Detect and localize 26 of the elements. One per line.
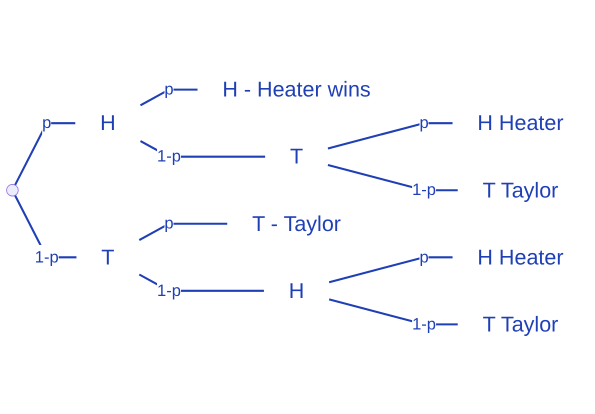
connector (14, 122, 76, 186)
edge-label: p (42, 114, 52, 132)
connector (140, 88, 198, 106)
connector (328, 122, 453, 150)
connector (138, 222, 228, 241)
node-text: T (101, 244, 114, 270)
edge-label: 1-p (412, 181, 436, 200)
node-text: H - Heater wins (222, 76, 371, 102)
node-text: T (290, 144, 304, 169)
node-text: T Taylor (482, 312, 558, 336)
edge-label: p (164, 80, 174, 99)
edge-label: 1-p (34, 248, 59, 266)
edge-label: 1-p (157, 148, 181, 166)
edge-label: 1-p (412, 315, 436, 334)
connector (328, 256, 453, 284)
edge-label: p (419, 114, 429, 132)
node-point (6, 184, 19, 196)
edge-label: p (419, 248, 429, 266)
edge-label: 1-p (157, 282, 181, 300)
node-text: H (100, 110, 116, 136)
node-text: T Taylor (482, 177, 558, 202)
node-text: H Heater (477, 110, 564, 136)
node-text: H (288, 278, 304, 303)
node-text: H Heater (477, 244, 564, 270)
edge-label: p (164, 214, 174, 233)
node-text: T - Taylor (252, 210, 341, 236)
